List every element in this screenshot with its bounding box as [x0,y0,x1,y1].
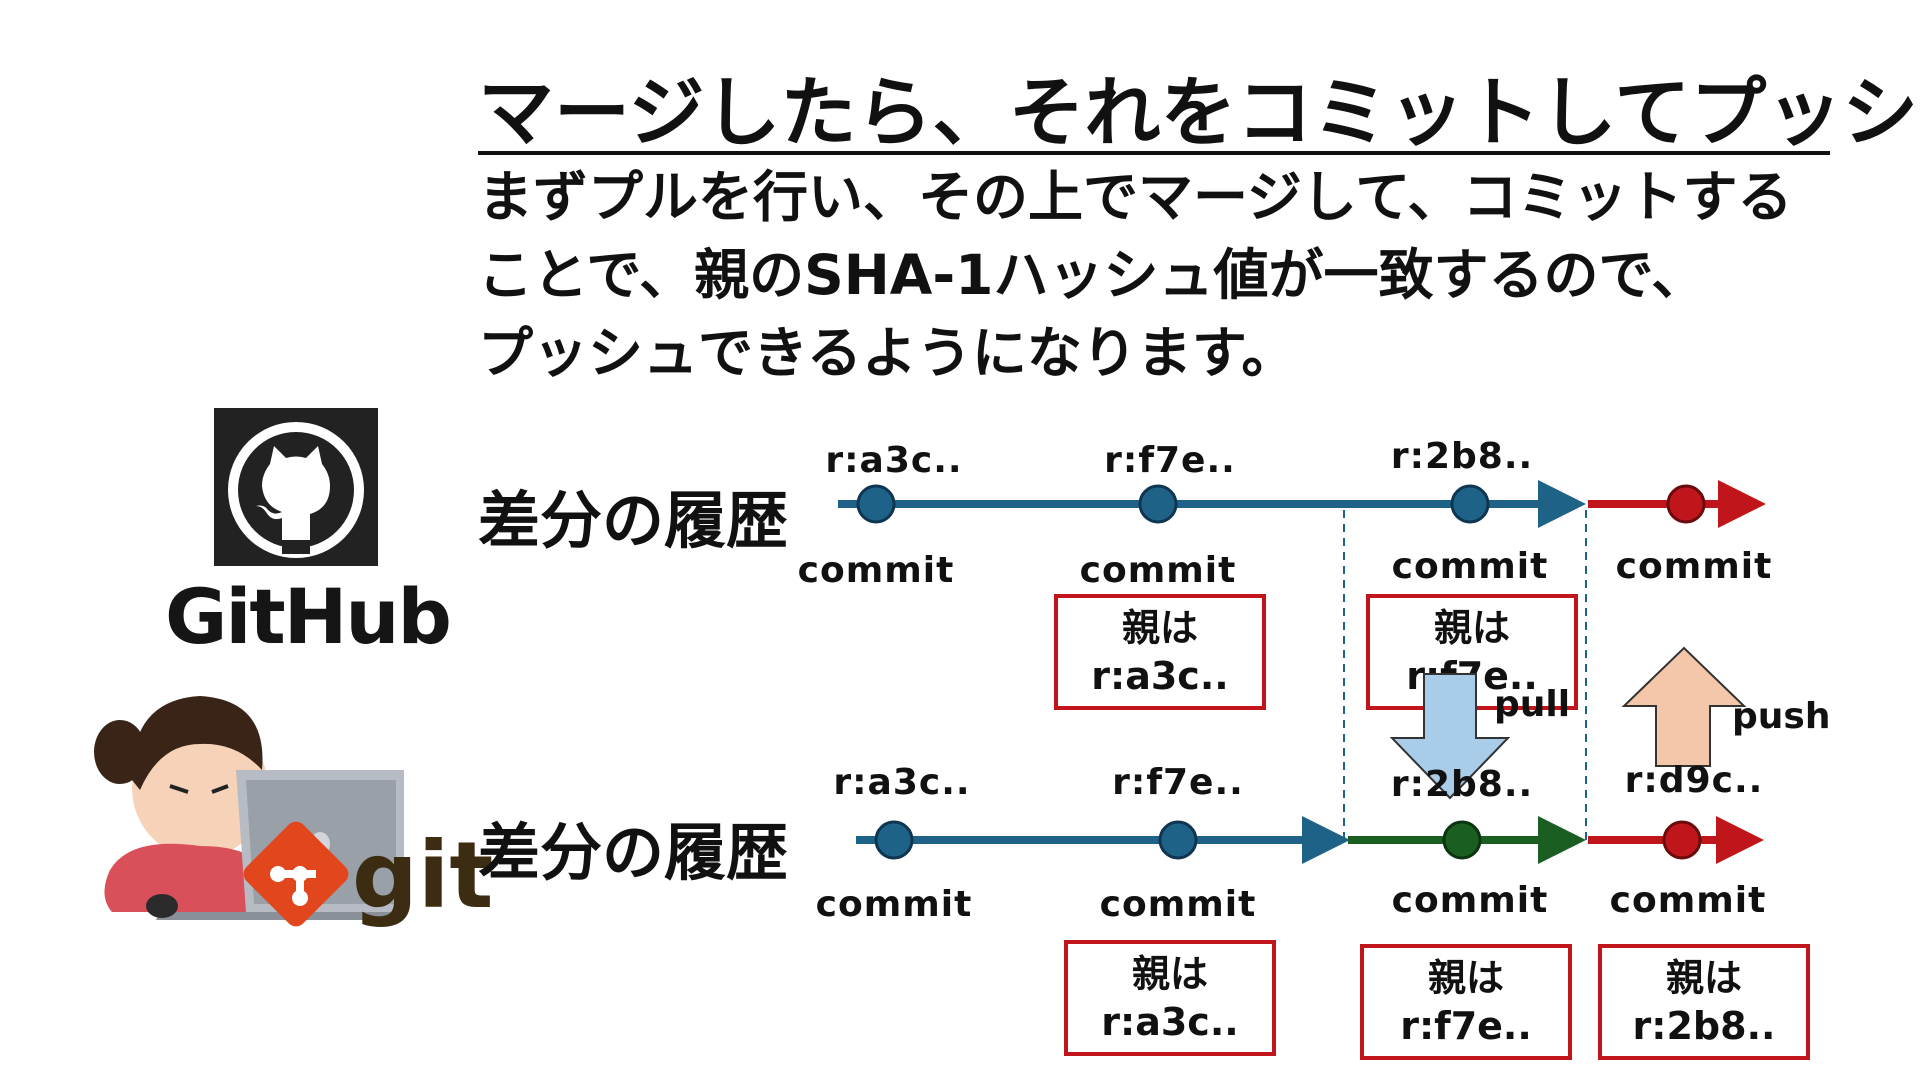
page-title: マージしたら、それをコミットしてプッシュ [478,68,1920,157]
remote-parent-box: 親は r:f7e.. [1366,594,1578,710]
subtitle-line-2: ことで、親のSHA-1ハッシュ値が一致するので、 [478,243,1707,307]
parent-revision: r:f7e.. [1400,1004,1532,1048]
subtitle-line-3: プッシュできるようになります。 [478,321,1297,385]
local-commit-node [1158,820,1198,860]
github-octocat-icon [214,408,378,566]
remote-commit-label: commit [1079,550,1237,591]
subtitle-line-1: まずプルを行い、その上でマージして、コミットする [478,165,1793,229]
local-parent-box: 親は r:f7e.. [1360,944,1572,1060]
remote-new-commit-node [1666,484,1706,524]
subtitle: まずプルを行い、その上でマージして、コミットする ことで、親のSHA-1ハッシュ… [478,158,1838,392]
local-commit-label: commit [1099,884,1257,925]
local-commit-label: commit [1391,880,1549,921]
remote-history-label: 差分の履歴 [478,484,789,557]
parent-heading: 親は [1427,956,1504,1000]
remote-commit-label: commit [1615,546,1773,587]
parent-revision: r:a3c.. [1091,654,1229,698]
parent-heading: 親は [1433,606,1510,650]
local-parent-box: 親は r:a3c.. [1064,940,1276,1056]
remote-commit-label: commit [797,550,955,591]
git-wordmark: git [352,822,494,929]
local-revision-label: r:a3c.. [833,762,971,803]
local-revision-label: r:2b8.. [1390,764,1534,805]
local-parent-box: 親は r:2b8.. [1598,944,1810,1060]
remote-revision-label: r:a3c.. [825,440,963,481]
parent-revision: r:a3c.. [1101,1000,1239,1044]
parent-heading: 親は [1121,606,1198,650]
remote-commit-label: commit [1391,546,1549,587]
remote-revision-label: r:f7e.. [1104,440,1236,481]
parent-heading: 親は [1131,952,1208,996]
local-revision-label: r:f7e.. [1112,762,1244,803]
pull-label: pull [1494,684,1571,725]
remote-commit-node [1138,484,1178,524]
github-wordmark: GitHub [165,572,452,661]
remote-commit-node [1450,484,1490,524]
local-commit-label: commit [815,884,973,925]
local-revision-label: r:d9c.. [1624,760,1764,801]
local-merge-commit-node [1442,820,1482,860]
remote-parent-box: 親は r:a3c.. [1054,594,1266,710]
local-new-commit-node [1662,820,1702,860]
remote-revision-label: r:2b8.. [1390,436,1534,477]
local-commit-node [874,820,914,860]
parent-revision: r:2b8.. [1632,1004,1776,1048]
local-history-label: 差分の履歴 [478,816,789,889]
push-label: push [1732,696,1831,737]
parent-heading: 親は [1665,956,1742,1000]
remote-commit-node [856,484,896,524]
title-underline [478,151,1830,155]
local-commit-label: commit [1609,880,1767,921]
